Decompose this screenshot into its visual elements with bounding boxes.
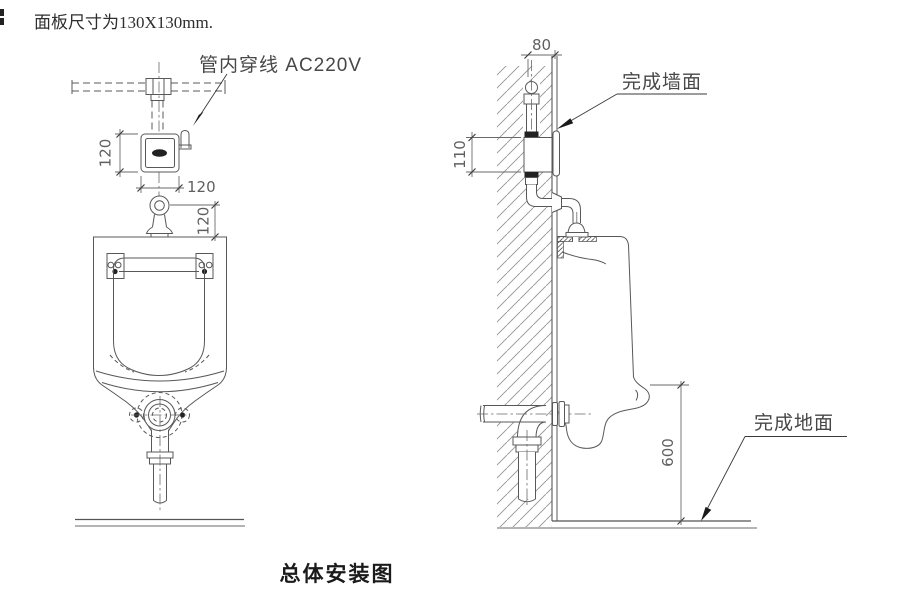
finished-wall-label: 完成墙面: [622, 71, 702, 93]
dim-box-height: 110: [451, 132, 521, 177]
wiring-label: 管内穿线 AC220V: [199, 54, 362, 76]
dim-valve-to-rim-text: 120: [195, 207, 213, 236]
drain-piping-side: [477, 401, 592, 508]
dim-rim-to-floor: 600: [650, 381, 689, 525]
dim-pipe-to-wall-text: 80: [532, 36, 551, 54]
conduit-outlet: [178, 129, 192, 150]
panel-size-note: 面板尺寸为130X130mm.: [34, 13, 213, 32]
finished-wall-arrow: [557, 118, 574, 129]
drawing-title: 总体安装图: [280, 562, 395, 586]
lip-fold-line: [635, 389, 639, 401]
flush-valve-front: [145, 195, 174, 238]
finished-floor-label: 完成地面: [754, 412, 834, 434]
inner-top-curve: [561, 251, 607, 265]
inner-bowl-outline: [113, 257, 205, 377]
outlet-piping-side: [524, 172, 581, 244]
wiring-callout: 管内穿线 AC220V: [193, 54, 362, 126]
supply-pipe-side: [523, 60, 540, 138]
dim-box-height-text: 110: [451, 140, 469, 169]
sensor-panel-edge: [552, 130, 560, 177]
page-edge-mark: [0, 9, 4, 25]
urinal-side: [556, 236, 650, 449]
dim-rim-to-floor-text: 600: [659, 438, 677, 467]
urinal-front: [93, 236, 227, 432]
sensor-eye: [152, 149, 167, 157]
drain-assembly-front: [129, 392, 190, 510]
front-view: 管内穿线 AC220V 120 120: [71, 54, 362, 527]
concealed-valve-box: [523, 130, 560, 177]
mounting-bracket-left: [106, 253, 125, 279]
finished-floor-callout: 完成地面: [701, 412, 847, 521]
sensor-panel-front: [140, 133, 180, 173]
dim-pipe-to-wall: 80: [521, 36, 562, 77]
escutcheon: [551, 192, 562, 213]
finished-floor-arrow: [701, 506, 712, 521]
tee-fitting: [145, 78, 172, 95]
floor-line-side: [497, 520, 757, 529]
wiring-arrow: [193, 111, 204, 126]
dim-panel-width: 120: [136, 176, 216, 196]
drain-flange: [552, 402, 558, 426]
dim-panel-height: 120: [97, 129, 138, 177]
dim-valve-to-rim: 120: [170, 201, 220, 241]
dim-panel-height-text: 120: [97, 139, 115, 168]
finished-wall-callout: 完成墙面: [557, 71, 707, 129]
floor-line-front: [75, 518, 245, 527]
dim-panel-width-text: 120: [187, 178, 216, 196]
inlet-spud: [565, 222, 589, 242]
side-view: 80 110: [451, 36, 847, 529]
